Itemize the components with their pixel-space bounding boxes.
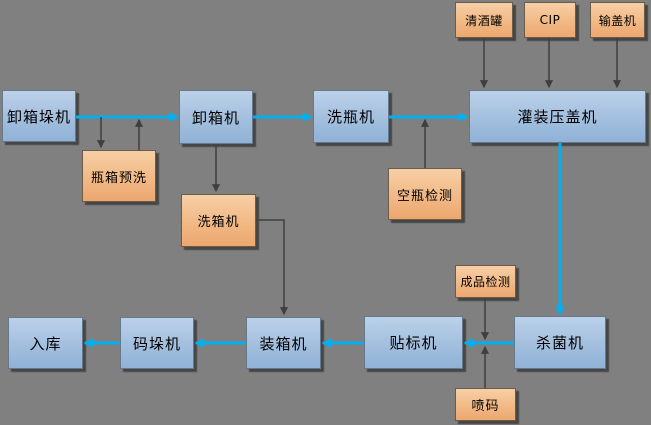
- node-uncaser[interactable]: 卸箱机: [179, 90, 253, 144]
- node-bottle-washer[interactable]: 洗瓶机: [313, 90, 389, 143]
- node-beer-tank[interactable]: 清酒罐: [455, 2, 513, 38]
- aux-cratewasher-to-casepacker: [256, 219, 289, 316]
- node-empty-bottle-inspect[interactable]: 空瓶检测: [388, 168, 462, 220]
- node-labeler[interactable]: 贴标机: [364, 316, 463, 369]
- node-crate-washer[interactable]: 洗箱机: [181, 194, 256, 247]
- node-case-packer[interactable]: 装箱机: [246, 317, 321, 369]
- node-warehouse[interactable]: 入库: [8, 317, 83, 369]
- node-cap-feeder[interactable]: 输盖机: [590, 2, 645, 38]
- node-crate-prewash[interactable]: 瓶箱预洗: [82, 150, 156, 202]
- node-palletizer[interactable]: 码垛机: [120, 317, 194, 369]
- node-pasteurizer[interactable]: 杀菌机: [514, 316, 606, 369]
- node-cip[interactable]: CIP: [524, 2, 576, 38]
- node-product-inspect[interactable]: 成品检测: [455, 265, 516, 298]
- node-inkjet-coder[interactable]: 喷码: [455, 388, 516, 421]
- node-filler-capper[interactable]: 灌装压盖机: [469, 90, 646, 143]
- node-unload-palletizer[interactable]: 卸箱垛机: [2, 90, 76, 142]
